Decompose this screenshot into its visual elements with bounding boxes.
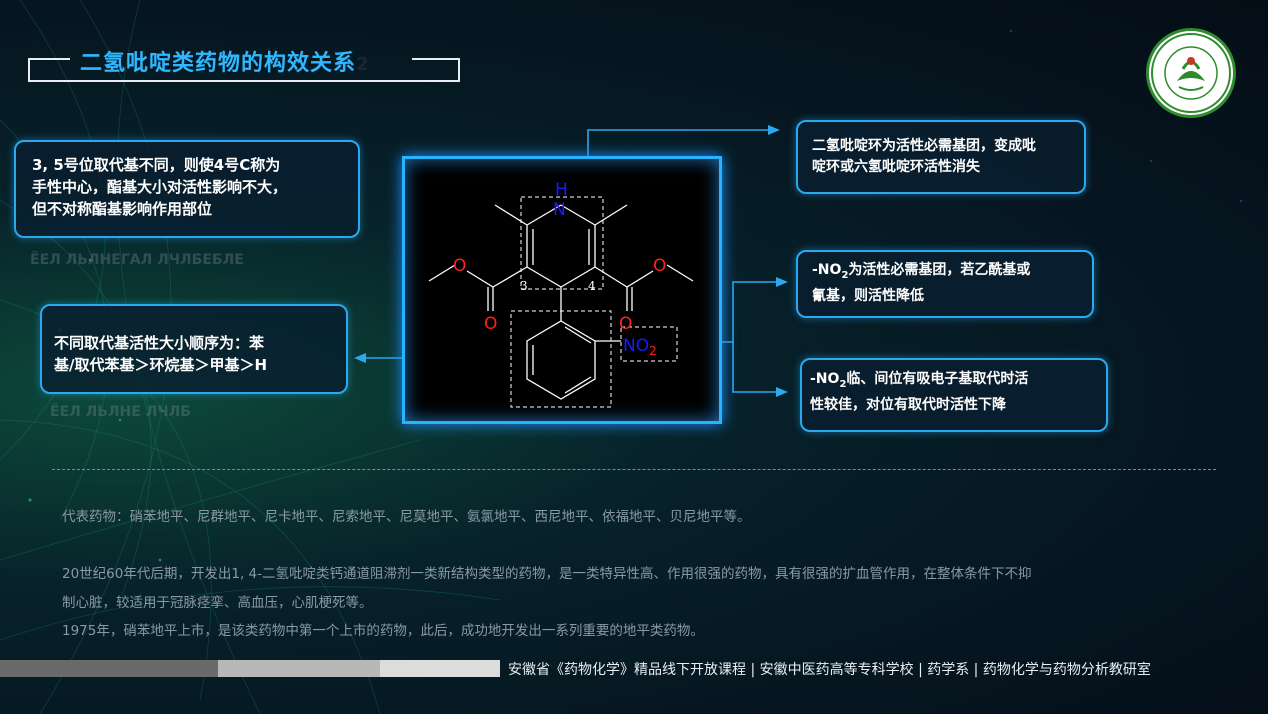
title-bar: 二氢吡啶类药物的构效关系2 bbox=[28, 51, 460, 82]
callout-left-bottom-line-2: 基/取代苯基＞环烷基＞甲基＞H bbox=[54, 356, 268, 374]
footer-bar-segment-2 bbox=[218, 660, 380, 677]
section-divider bbox=[52, 469, 1216, 470]
callout-left-top-line-2: 手性中心，酯基大小对活性影响不大， bbox=[32, 178, 288, 196]
callout-left-top-line-3: 但不对称酯基影响作用部位 bbox=[32, 200, 213, 218]
page-title-text: 二氢吡啶类药物的构效关系 bbox=[80, 51, 357, 76]
molecule-structure-panel: H N O O O O 3 4 NO2 bbox=[402, 156, 722, 424]
atom-n: N bbox=[553, 200, 566, 220]
callout-box-left-top bbox=[14, 140, 360, 238]
callout-box-right-2 bbox=[796, 250, 1094, 318]
callout-left-top-line-1: 3, 5号位取代基不同，则使4号C称为 bbox=[32, 156, 281, 174]
history-text-line-1: 20世纪60年代后期，开发出1, 4-二氢吡啶类钙通道阻滞剂一类新结构类型的药物… bbox=[62, 566, 1032, 582]
callout-right-2-line-2: 氰基，则活性降低 bbox=[812, 287, 924, 304]
callout-left-bottom-line-1: 不同取代基活性大小顺序为：苯 bbox=[54, 334, 265, 352]
atom-o-right-ether: O bbox=[653, 256, 666, 276]
atom-o-left-ether: O bbox=[453, 256, 466, 276]
school-logo bbox=[1146, 28, 1236, 118]
callout-right-3: -NO2临、间位有吸电子基取代时活 性较佳，对位有取代时活性下降 bbox=[810, 369, 1028, 416]
nitro-group: NO2 bbox=[623, 336, 657, 358]
footer-bar-segment-1 bbox=[0, 660, 218, 677]
callout-left-bottom-reflection: ЁЕЛ ЛЬЛНЕ ЛЧЛБ bbox=[50, 404, 191, 420]
callout-left-top-reflection: ЁЕЛ ЛЬЛНЕГАЛ ЛЧЛБЕБЛЕ bbox=[30, 252, 244, 268]
callout-right-2-line-1: -NO2为活性必需基团，若乙酰基或 bbox=[812, 262, 1031, 281]
page-title-suffix: 2 bbox=[356, 54, 370, 75]
history-text-line-2: 制心脏，较适用于冠脉痉挛、高血压，心肌梗死等。 bbox=[62, 595, 373, 611]
footer-bar-segment-3 bbox=[380, 660, 500, 677]
school-logo-emblem bbox=[1151, 33, 1231, 113]
callout-left-bottom: 不同取代基活性大小顺序为：苯 基/取代苯基＞环烷基＞甲基＞H bbox=[54, 332, 267, 376]
position-4-label: 4 bbox=[588, 279, 596, 293]
callout-right-1: 二氢吡啶环为活性必需基团，变成吡 啶环或六氢吡啶环活性消失 bbox=[812, 136, 1036, 178]
atom-o-right-carbonyl: O bbox=[619, 314, 632, 334]
callout-right-1-line-2: 啶环或六氢吡啶环活性消失 bbox=[812, 159, 980, 175]
representative-drugs-text: 代表药物：硝苯地平、尼群地平、尼卡地平、尼索地平、尼莫地平、氨氯地平、西尼地平、… bbox=[62, 509, 751, 525]
callout-box-right-3 bbox=[800, 358, 1108, 432]
dihydropyridine-structure: H N O O O O 3 4 NO2 bbox=[428, 180, 694, 408]
position-3-label: 3 bbox=[520, 279, 528, 293]
callout-right-1-line-1: 二氢吡啶环为活性必需基团，变成吡 bbox=[812, 138, 1036, 154]
callout-right-3-line-2: 性较佳，对位有取代时活性下降 bbox=[810, 396, 1006, 413]
history-text-line-3: 1975年，硝苯地平上市，是该类药物中第一个上市的药物，此后，成功地开发出一系列… bbox=[62, 623, 704, 639]
callout-right-2: -NO2为活性必需基团，若乙酰基或 氰基，则活性降低 bbox=[812, 260, 1030, 307]
callout-left-top: 3, 5号位取代基不同，则使4号C称为 手性中心，酯基大小对活性影响不大， 但不… bbox=[32, 154, 287, 220]
callout-right-3-line-1: -NO2临、间位有吸电子基取代时活 bbox=[810, 371, 1029, 390]
page-title: 二氢吡啶类药物的构效关系2 bbox=[80, 45, 370, 77]
title-frame bbox=[28, 58, 460, 82]
callout-box-right-1 bbox=[796, 120, 1086, 194]
atom-h: H bbox=[555, 180, 568, 200]
callout-box-left-bottom bbox=[40, 304, 348, 394]
footer-text: 安徽省《药物化学》精品线下开放课程 | 安徽中医药高等专科学校 | 药学系 | … bbox=[508, 662, 1151, 678]
atom-o-left-carbonyl: O bbox=[484, 314, 497, 334]
